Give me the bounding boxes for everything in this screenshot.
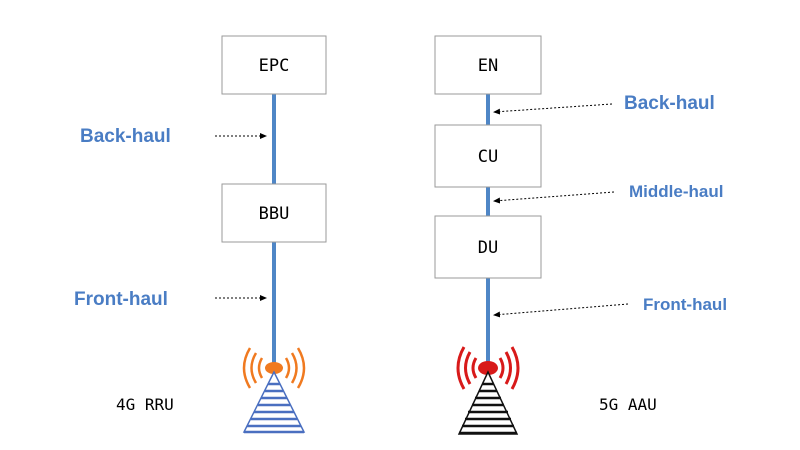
left-backhaul-label: Back-haul [80, 126, 171, 147]
cu-box: CU [434, 124, 542, 188]
aau-tower-icon [456, 346, 520, 435]
right-middlehaul-label: Middle-haul [629, 182, 723, 201]
left-chain-4g: EPC BBU Back-haul Front-haul [74, 35, 327, 434]
right-fronthaul-arrow [493, 303, 629, 318]
right-middlehaul-arrow [493, 191, 615, 204]
aau-label: 5G AAU [599, 395, 657, 414]
bbu-box: BBU [221, 183, 327, 243]
bbu-box-label: BBU [259, 204, 290, 224]
rru-label: 4G RRU [116, 395, 174, 414]
left-fronthaul-label: Front-haul [74, 289, 168, 310]
epc-box-label: EPC [259, 56, 290, 76]
right-backhaul-label: Back-haul [624, 93, 715, 114]
right-chain-5g: EN CU DU Back-haul Middle-haul Front-hau… [434, 35, 727, 435]
epc-box: EPC [221, 35, 327, 95]
rru-signal-waves [242, 347, 306, 389]
right-backhaul-arrow [493, 103, 613, 115]
en-box: EN [434, 35, 542, 95]
aau-signal-waves [456, 346, 520, 390]
en-box-label: EN [478, 56, 498, 76]
rru-tower-icon [242, 347, 306, 434]
right-fronthaul-label: Front-haul [643, 295, 727, 314]
du-box-label: DU [478, 238, 498, 258]
cu-box-label: CU [478, 147, 498, 167]
du-box: DU [434, 215, 542, 279]
